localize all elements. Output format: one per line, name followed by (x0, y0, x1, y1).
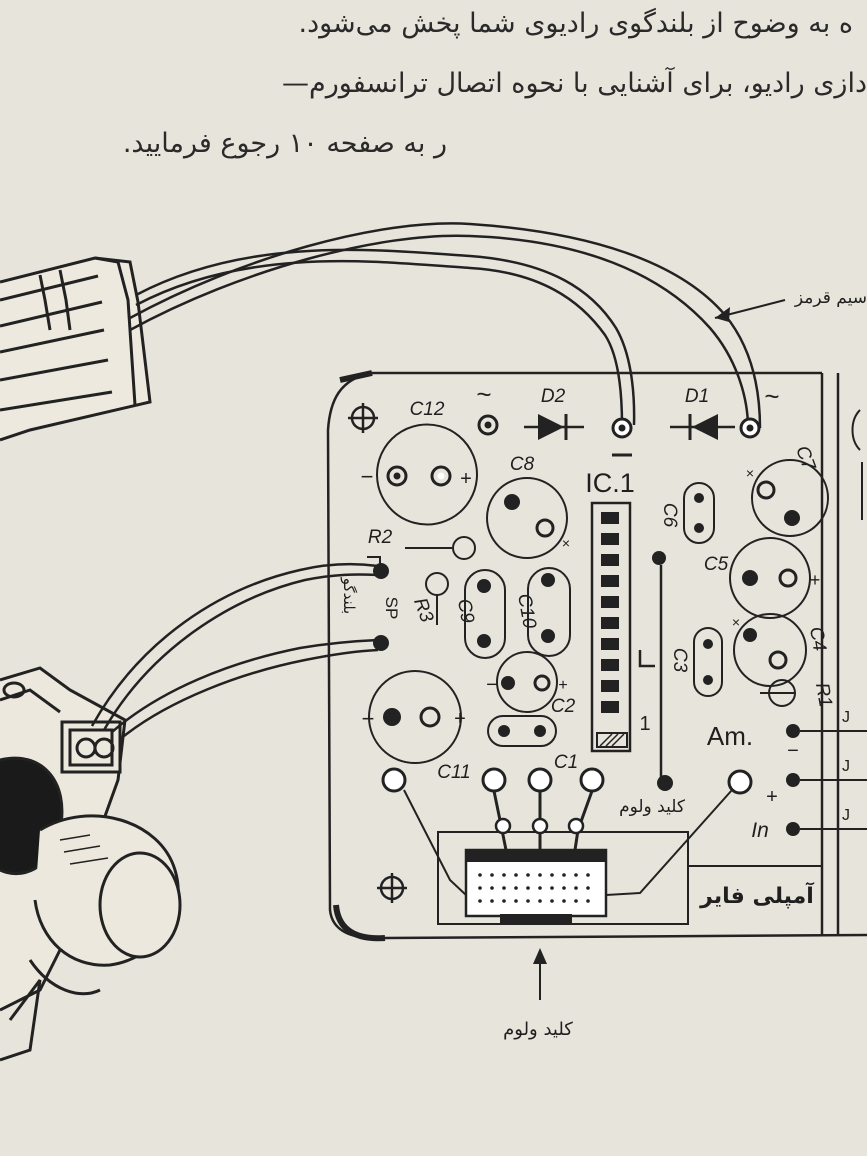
svg-text:−: − (362, 706, 375, 731)
svg-text:C10: C10 (513, 592, 540, 630)
svg-text:+: + (454, 708, 466, 730)
svg-text:×: × (732, 614, 740, 630)
resistor-r1: R1 (760, 679, 836, 709)
battery-holder (0, 256, 152, 442)
svg-text:R3: R3 (409, 595, 437, 625)
svg-text:C2: C2 (551, 696, 576, 717)
svg-text:−: − (361, 464, 374, 489)
svg-text:C4: C4 (805, 625, 830, 653)
svg-text:R2: R2 (368, 527, 393, 548)
svg-text:−: − (787, 740, 799, 762)
svg-text:×: × (562, 535, 570, 551)
svg-text:+: + (460, 468, 472, 490)
capacitor-c4: C4 × (732, 613, 830, 687)
diode-d2: D2 (524, 386, 584, 440)
capacitor-c2: C2 − + (486, 651, 576, 717)
red-wire-label: سیم قرمز (794, 288, 867, 308)
capacitor-c6: C6 (659, 482, 715, 544)
amplifier-terminals: Am. − + In J J J (707, 709, 867, 842)
capacitor-c9: C9 (453, 569, 506, 659)
capacitor-c8: C8 × (486, 454, 570, 559)
svg-text:+: + (558, 677, 567, 694)
mounting-hole-bottom (377, 873, 407, 903)
svg-text:×: × (746, 465, 754, 481)
svg-text:بلندگو: بلندگو (340, 577, 358, 614)
resistor-r3: R3 (409, 572, 449, 626)
svg-text:SP: SP (382, 597, 401, 620)
capacitor-c10: C10 (513, 567, 571, 657)
svg-text:C6: C6 (659, 503, 680, 528)
ic-1: IC.1 1 (585, 468, 651, 753)
svg-text:+: + (810, 570, 821, 590)
paragraph-line-3: ر به صفحه ۱۰ رجوع فرمایید. (122, 128, 447, 159)
svg-text:D2: D2 (541, 386, 566, 407)
svg-text:J: J (842, 709, 850, 726)
svg-text:Am.: Am. (707, 721, 753, 751)
pcb-outline (326, 370, 867, 942)
capacitor-c12: C12 − + (361, 399, 478, 526)
battery-wires (129, 222, 762, 429)
speaker-pads: SP بلندگو (340, 563, 401, 651)
capacitor-c1: C1 (487, 715, 578, 773)
amplifier-label-box: آمپلی فایر (687, 865, 822, 924)
svg-text:J: J (842, 807, 850, 824)
bottom-pads (381, 767, 753, 795)
jumper-link-vertical (638, 551, 673, 791)
volume-potentiometer: کلید ولوم (403, 789, 733, 925)
paragraph-line-2: دازی رادیو، برای آشنایی با نحوه اتصال تر… (281, 68, 867, 99)
svg-text:کلید ولوم: کلید ولوم (619, 797, 686, 817)
volume-callout: کلید ولوم (503, 948, 573, 1040)
ac-input-left: ~ (476, 379, 499, 436)
diode-d1: D1 (670, 386, 735, 440)
svg-text:+: + (766, 786, 778, 808)
svg-text:C1: C1 (554, 752, 578, 773)
svg-text:C8: C8 (510, 454, 535, 475)
svg-text:آمپلی فایر: آمپلی فایر (699, 881, 814, 909)
svg-text:In: In (751, 819, 769, 842)
capacitor-c3: C3 (669, 627, 723, 697)
capacitor-c5: C5 + (704, 537, 821, 619)
svg-text:C11: C11 (437, 762, 470, 783)
speaker (0, 666, 182, 1062)
svg-text:~: ~ (764, 381, 779, 411)
dc-output-pad (611, 417, 633, 457)
svg-text:C3: C3 (669, 648, 690, 673)
svg-text:D1: D1 (685, 386, 709, 407)
svg-text:C12: C12 (410, 399, 445, 420)
svg-text:J: J (842, 758, 850, 775)
ac-input-right: ~ (739, 381, 780, 439)
svg-text:C5: C5 (704, 554, 729, 575)
svg-text:~: ~ (476, 379, 491, 409)
svg-text:کلید ولوم: کلید ولوم (503, 1019, 573, 1040)
svg-text:R1: R1 (811, 681, 836, 709)
red-wire-callout: سیم قرمز (714, 288, 867, 322)
capacitor-c7: C7 × (746, 443, 829, 537)
svg-text:−: − (486, 674, 498, 696)
paragraph-line-1: ه به وضوح از بلندگوی رادیوی شما پخش می‌ش… (298, 8, 853, 39)
capacitor-c11: C11 − + (362, 670, 471, 783)
mounting-hole-top (348, 403, 378, 433)
svg-text:1: 1 (639, 713, 650, 735)
svg-text:IC.1: IC.1 (585, 468, 635, 498)
speaker-wires (90, 562, 379, 737)
